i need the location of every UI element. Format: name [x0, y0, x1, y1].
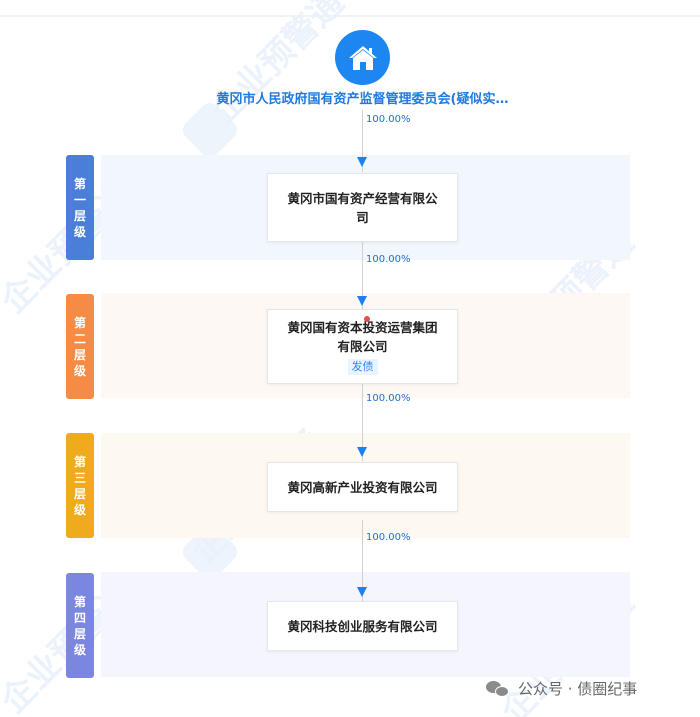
- tag-char: 级: [73, 224, 86, 239]
- company-node-level-3[interactable]: 黄冈高新产业投资有限公司: [267, 462, 458, 512]
- tag-char: 第: [73, 454, 86, 469]
- house-icon: [348, 45, 377, 70]
- watermark-logo-icon: [178, 98, 242, 162]
- connector-line: [362, 520, 363, 602]
- tag-char: 层: [73, 208, 86, 223]
- connector-line: [362, 383, 363, 461]
- company-name-line: 黄冈科技创业服务有限公司: [287, 618, 438, 634]
- wechat-icon: [486, 679, 512, 699]
- tag-char: 第: [73, 315, 86, 330]
- company-name-line: 黄冈市国有资产经营有限公: [287, 190, 438, 206]
- tag-char: 第: [73, 176, 86, 191]
- level-4-tag: 第 四 层 级: [66, 573, 94, 678]
- tag-char: 四: [73, 610, 86, 625]
- tag-char: 级: [73, 363, 86, 378]
- company-node-level-4[interactable]: 黄冈科技创业服务有限公司: [267, 601, 458, 651]
- company-node-level-2[interactable]: 黄冈国有资本投资运营集团 有限公司 发债: [267, 309, 458, 384]
- company-name-line: 黄冈高新产业投资有限公司: [287, 479, 438, 495]
- bond-issuer-badge[interactable]: 发债: [347, 359, 378, 375]
- tag-char: 二: [73, 331, 86, 346]
- arrow-down-icon: [357, 447, 367, 457]
- arrow-down-icon: [357, 296, 367, 306]
- footer-text: 公众号 · 债圈纪事: [518, 680, 638, 698]
- wechat-attribution: 公众号 · 债圈纪事: [486, 678, 637, 699]
- company-name-line: 黄冈国有资本投资运营集团: [287, 320, 438, 335]
- edge-percent: 100.00%: [366, 532, 411, 543]
- tag-char: 层: [73, 347, 86, 362]
- root-entity-icon[interactable]: [335, 30, 390, 85]
- company-name-line: 司: [356, 209, 369, 225]
- connector-line: [362, 242, 363, 310]
- level-3-tag: 第 三 层 级: [66, 433, 94, 538]
- company-node-level-1[interactable]: 黄冈市国有资产经营有限公 司: [267, 173, 458, 242]
- edge-percent: 100.00%: [366, 254, 411, 265]
- root-entity-name[interactable]: 黄冈市人民政府国有资产监督管理委员会(疑似实…: [216, 92, 509, 107]
- level-1-tag: 第 一 层 级: [66, 155, 94, 260]
- watermark-text: 企业预警通: [203, 0, 352, 132]
- tag-char: 一: [73, 192, 86, 207]
- arrow-down-icon: [357, 157, 367, 167]
- company-name-line: 有限公司: [337, 339, 388, 354]
- tag-char: 层: [73, 486, 86, 501]
- top-divider: [0, 15, 700, 17]
- tag-char: 第: [73, 594, 86, 609]
- tag-char: 级: [73, 642, 86, 657]
- tag-char: 三: [73, 470, 86, 485]
- connector-line: [362, 110, 363, 172]
- tag-char: 层: [73, 626, 86, 641]
- edge-percent: 100.00%: [366, 393, 411, 404]
- tag-char: 级: [73, 502, 86, 517]
- arrow-down-icon: [357, 587, 367, 597]
- edge-percent: 100.00%: [366, 114, 411, 125]
- level-2-tag: 第 二 层 级: [66, 294, 94, 399]
- notification-dot: [364, 316, 370, 322]
